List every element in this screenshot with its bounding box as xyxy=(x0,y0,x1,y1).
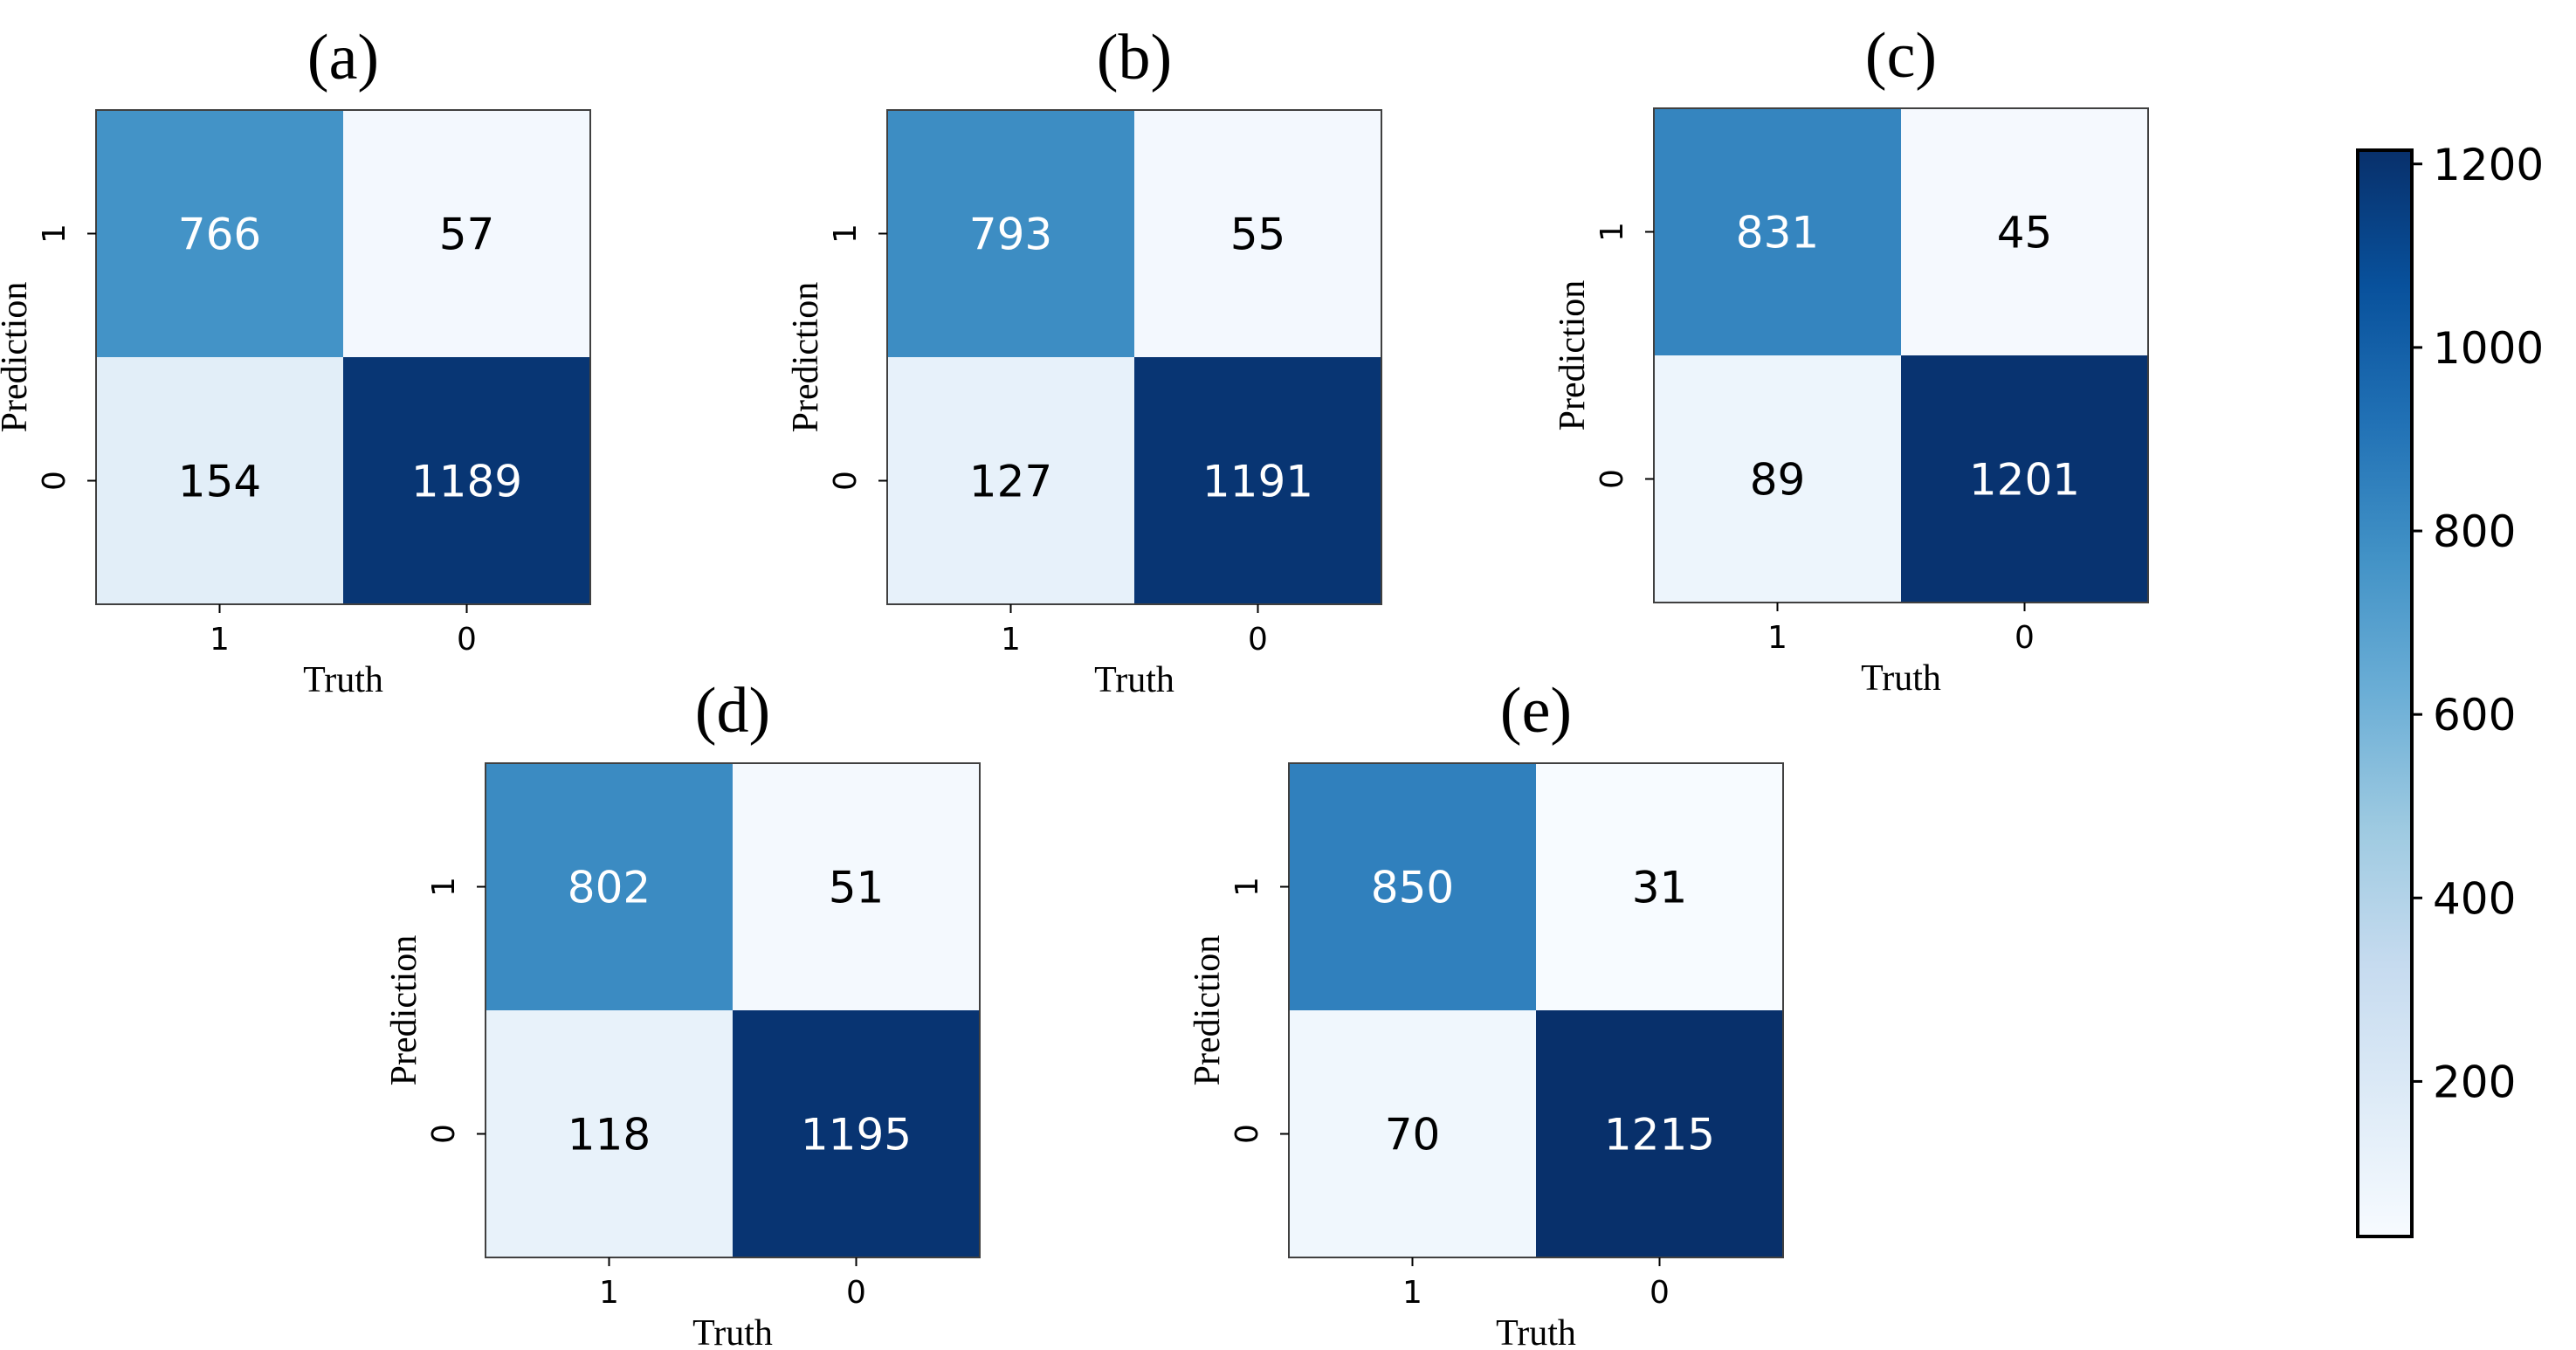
cell-value-label: 1201 xyxy=(1969,455,2080,506)
matrix-frame xyxy=(95,109,591,605)
heatmap-cell xyxy=(1901,355,2148,603)
colorbar-tick-label: 1000 xyxy=(2433,323,2544,374)
y-tick-label: 1 xyxy=(37,224,72,244)
matrix-frame xyxy=(1288,762,1784,1258)
heatmap-cell xyxy=(1289,763,1536,1010)
cell-value-label: 793 xyxy=(969,210,1052,260)
colorbar-tick-label: 600 xyxy=(2433,690,2516,740)
cell-value-label: 57 xyxy=(439,210,495,260)
heatmap-cell xyxy=(96,110,343,357)
cell-value-label: 55 xyxy=(1230,210,1286,260)
cell-value-label: 51 xyxy=(829,863,885,913)
y-axis-label: Prediction xyxy=(1188,935,1228,1086)
x-axis-label: Truth xyxy=(1094,660,1174,700)
heatmap-cell xyxy=(887,110,1134,357)
heatmap-cell xyxy=(343,357,590,604)
heatmap-cell xyxy=(1134,110,1381,357)
heatmap-cell xyxy=(1289,1010,1536,1257)
heatmap-cell xyxy=(733,763,980,1010)
y-tick-label: 1 xyxy=(426,877,462,897)
matrix-frame xyxy=(886,109,1382,605)
cell-value-label: 850 xyxy=(1371,863,1454,913)
y-tick-label: 0 xyxy=(1595,469,1630,489)
x-tick-label: 1 xyxy=(599,1275,619,1311)
cell-value-label: 1195 xyxy=(801,1110,912,1161)
y-axis-label: Prediction xyxy=(1553,280,1593,431)
heatmap-cell xyxy=(733,1010,980,1257)
heatmap-cell xyxy=(1134,357,1381,604)
x-tick-label: 0 xyxy=(1650,1275,1670,1311)
panel-title: (a) xyxy=(307,22,379,93)
panel-title: (b) xyxy=(1097,22,1172,93)
x-axis-label: Truth xyxy=(692,1313,773,1350)
y-tick-label: 0 xyxy=(1229,1124,1265,1144)
x-axis-label: Truth xyxy=(1861,658,1941,699)
cell-value-label: 70 xyxy=(1385,1110,1441,1161)
cell-value-label: 31 xyxy=(1632,863,1688,913)
y-tick-label: 0 xyxy=(828,471,864,491)
matrix-frame xyxy=(1653,107,2149,603)
x-tick-label: 1 xyxy=(1767,620,1787,656)
cell-value-label: 766 xyxy=(178,210,261,260)
y-axis-label: Prediction xyxy=(0,282,35,433)
x-tick-label: 0 xyxy=(457,622,477,658)
heatmap-cell xyxy=(1536,763,1783,1010)
y-axis-label: Prediction xyxy=(384,935,424,1086)
heatmap-cell xyxy=(1654,108,1901,355)
colorbar-tick-label: 200 xyxy=(2433,1057,2516,1107)
cell-value-label: 802 xyxy=(568,863,651,913)
y-tick-label: 1 xyxy=(828,224,864,244)
matrix-frame xyxy=(485,762,981,1258)
cell-value-label: 831 xyxy=(1736,208,1819,258)
cell-value-label: 45 xyxy=(1997,208,2053,258)
colorbar-tick-label: 1200 xyxy=(2433,140,2544,190)
heatmap-cell xyxy=(1654,355,1901,603)
x-axis-label: Truth xyxy=(303,660,383,700)
cell-value-label: 1191 xyxy=(1202,457,1313,507)
heatmap-cell xyxy=(1901,108,2148,355)
x-tick-label: 1 xyxy=(1402,1275,1422,1311)
x-tick-label: 0 xyxy=(1248,622,1268,658)
heatmap-cell xyxy=(343,110,590,357)
x-tick-label: 0 xyxy=(2015,620,2035,656)
x-axis-label: Truth xyxy=(1496,1313,1576,1350)
cell-value-label: 1215 xyxy=(1604,1110,1715,1161)
y-tick-label: 1 xyxy=(1229,877,1265,897)
colorbar-gradient xyxy=(2356,148,2414,1238)
heatmap-cell xyxy=(887,357,1134,604)
heatmap-cell xyxy=(486,763,733,1010)
panel-title: (e) xyxy=(1500,675,1572,747)
heatmap-cell xyxy=(96,357,343,604)
heatmap-cell xyxy=(1536,1010,1783,1257)
x-tick-label: 1 xyxy=(1001,622,1021,658)
cell-value-label: 1189 xyxy=(411,457,522,507)
y-tick-label: 0 xyxy=(37,471,72,491)
cell-value-label: 127 xyxy=(969,457,1052,507)
panel-title: (c) xyxy=(1865,20,1937,92)
cell-value-label: 118 xyxy=(568,1110,651,1161)
colorbar-tick-label: 800 xyxy=(2433,506,2516,557)
colorbar-tick-label: 400 xyxy=(2433,873,2516,924)
cell-value-label: 154 xyxy=(178,457,261,507)
x-tick-label: 1 xyxy=(210,622,230,658)
x-tick-label: 0 xyxy=(846,1275,866,1311)
colorbar: 200 400 600 800 1000 1200 xyxy=(2356,140,2544,1238)
cell-value-label: 89 xyxy=(1750,455,1806,506)
heatmap-cell xyxy=(486,1010,733,1257)
panel-title: (d) xyxy=(695,675,770,747)
y-tick-label: 1 xyxy=(1595,222,1630,242)
y-tick-label: 0 xyxy=(426,1124,462,1144)
y-axis-label: Prediction xyxy=(786,282,826,433)
